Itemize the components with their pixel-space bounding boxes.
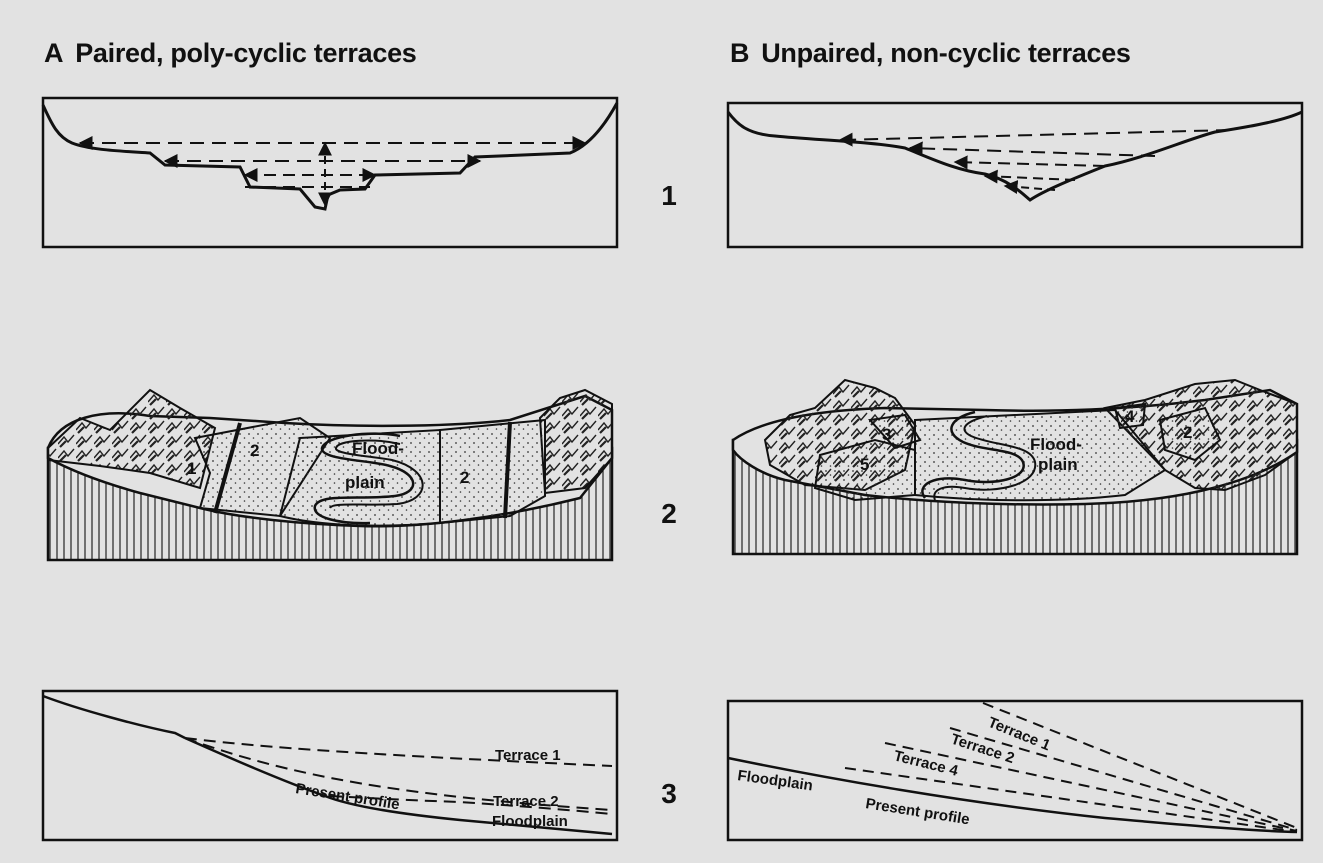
terrace-4-label: 4 — [1125, 407, 1135, 426]
terrace-2-right-label: 2 — [460, 468, 469, 487]
terrace-1-label: Terrace 1 — [495, 747, 561, 764]
present-profile-label: Present profile — [864, 795, 970, 828]
terrace-2-label: Terrace 2 — [493, 793, 559, 810]
terrace-line-3 — [955, 162, 1105, 166]
panel-b-title: Unpaired, non-cyclic terraces — [761, 38, 1130, 68]
row-label-3: 3 — [654, 778, 684, 810]
panel-b-letter: B — [730, 38, 749, 68]
terrace-line-1 — [840, 130, 1230, 140]
floodplain-label-line2: plain — [345, 473, 385, 492]
old-valley-floor — [43, 696, 185, 738]
floodplain-label-line1: Flood- — [1030, 435, 1082, 454]
terrace-1-label: 1 — [187, 459, 196, 478]
terrace-5-label: 5 — [860, 455, 869, 474]
panel-b3-long-profile: Terrace 1 Terrace 2 Terrace 4 Floodplain… — [725, 698, 1305, 843]
panel-a-letter: A — [44, 38, 63, 68]
panel-a-heading: A Paired, poly-cyclic terraces — [44, 38, 417, 69]
panel-a1-cross-section — [40, 95, 620, 250]
row-label-1: 1 — [654, 180, 684, 212]
floodplain-label: Floodplain — [492, 813, 568, 830]
panel-b2-block-diagram: 3 4 2 5 Flood- plain — [725, 370, 1305, 562]
floodplain-label: Floodplain — [736, 767, 813, 794]
terrace-line-2 — [910, 148, 1155, 156]
panel-b-heading: B Unpaired, non-cyclic terraces — [730, 38, 1131, 69]
panel-a-title: Paired, poly-cyclic terraces — [75, 38, 416, 68]
terrace-2-profile — [950, 728, 1297, 830]
terrace-2-left-label: 2 — [250, 441, 259, 460]
floodplain-profile — [845, 768, 1297, 832]
panel-a2-block-diagram: 1 2 2 Flood- plain — [40, 378, 620, 568]
panel-b1-cross-section — [725, 100, 1305, 250]
present-profile-label: Present profile — [294, 780, 400, 813]
panel-a3-long-profile: Terrace 1 Terrace 2 Floodplain Present p… — [40, 688, 620, 843]
row-label-2: 2 — [654, 498, 684, 530]
terrace-2-label: 2 — [1183, 423, 1192, 442]
valley-profile — [43, 103, 617, 209]
floodplain-label-line1: Flood- — [352, 439, 404, 458]
frame — [43, 98, 617, 247]
frame — [728, 103, 1302, 247]
terrace-3-label: 3 — [882, 425, 891, 444]
floodplain-label-line2: plain — [1038, 455, 1078, 474]
